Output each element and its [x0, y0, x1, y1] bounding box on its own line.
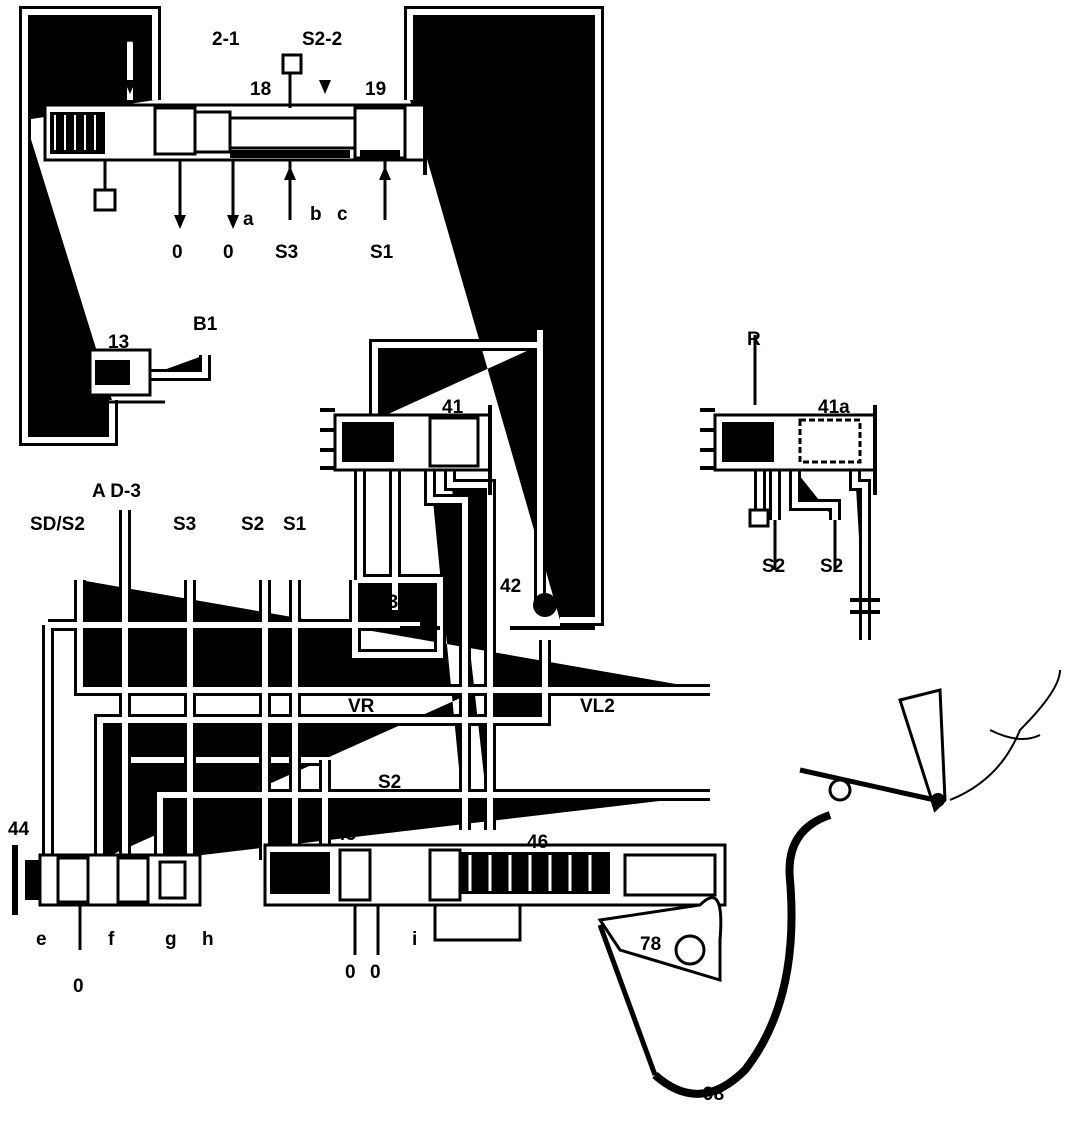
label-i: i	[412, 929, 417, 950]
label-R: R	[747, 329, 761, 350]
label-19: 19	[365, 79, 386, 100]
label-S1: S1	[370, 242, 394, 263]
label-S2: S2	[820, 556, 843, 577]
valve-45-46	[263, 843, 727, 955]
label-46: 46	[527, 832, 548, 853]
valve-41	[320, 405, 492, 495]
label-S2: S2	[241, 514, 264, 535]
label-B1: B1	[193, 314, 218, 335]
label-g: g	[165, 929, 177, 950]
label-45: 45	[335, 824, 357, 845]
labels: A 2-1 S2-2 17 18 19 0 0 S3 S1 a b c R B1…	[8, 29, 850, 1105]
label-R: R	[532, 262, 546, 283]
label-18: 18	[250, 79, 271, 100]
label-c: c	[337, 204, 348, 225]
lever-78	[597, 896, 723, 1076]
valve-44	[12, 845, 202, 950]
label-SD-S2: SD/S2	[30, 514, 85, 535]
label-0: 0	[172, 242, 183, 263]
label-98: 98	[703, 1084, 724, 1105]
label-A: A	[123, 29, 137, 50]
valve-41a	[700, 335, 880, 614]
label-S3: S3	[275, 242, 298, 263]
pipe-network	[25, 12, 865, 860]
label-41a: 41a	[818, 397, 850, 418]
check-valve-42	[533, 593, 557, 617]
label-a: a	[243, 209, 254, 230]
label-S2-line: S2	[378, 772, 401, 793]
label-AD-3: A D-3	[92, 481, 141, 502]
label-0: 0	[223, 242, 234, 263]
label-13: 13	[108, 332, 129, 353]
label-41: 41	[442, 397, 464, 418]
check-valve-43	[413, 598, 437, 622]
cable-98	[652, 811, 832, 1098]
label-S3: S3	[173, 514, 196, 535]
label-d: d	[148, 666, 160, 687]
label-17: 17	[68, 79, 89, 100]
label-0: 0	[370, 962, 381, 983]
label-42: 42	[500, 576, 521, 597]
label-VL2: VL2	[580, 696, 615, 717]
label-S1: S1	[283, 514, 307, 535]
valve-17-19	[43, 53, 427, 229]
label-0: 0	[345, 962, 356, 983]
label-43: 43	[377, 592, 398, 613]
label-S2: S2	[762, 556, 785, 577]
valve-13	[75, 348, 165, 404]
label-2-1: 2-1	[212, 29, 240, 50]
label-b: b	[310, 204, 322, 225]
label-e: e	[36, 929, 47, 950]
label-h: h	[202, 929, 214, 950]
label-VR: VR	[348, 696, 375, 717]
label-0: 0	[73, 976, 84, 997]
label-44: 44	[8, 819, 30, 840]
label-78: 78	[640, 934, 661, 955]
accelerator-pedal	[799, 669, 1061, 813]
label-S2-2: S2-2	[302, 29, 342, 50]
label-f: f	[108, 929, 115, 950]
